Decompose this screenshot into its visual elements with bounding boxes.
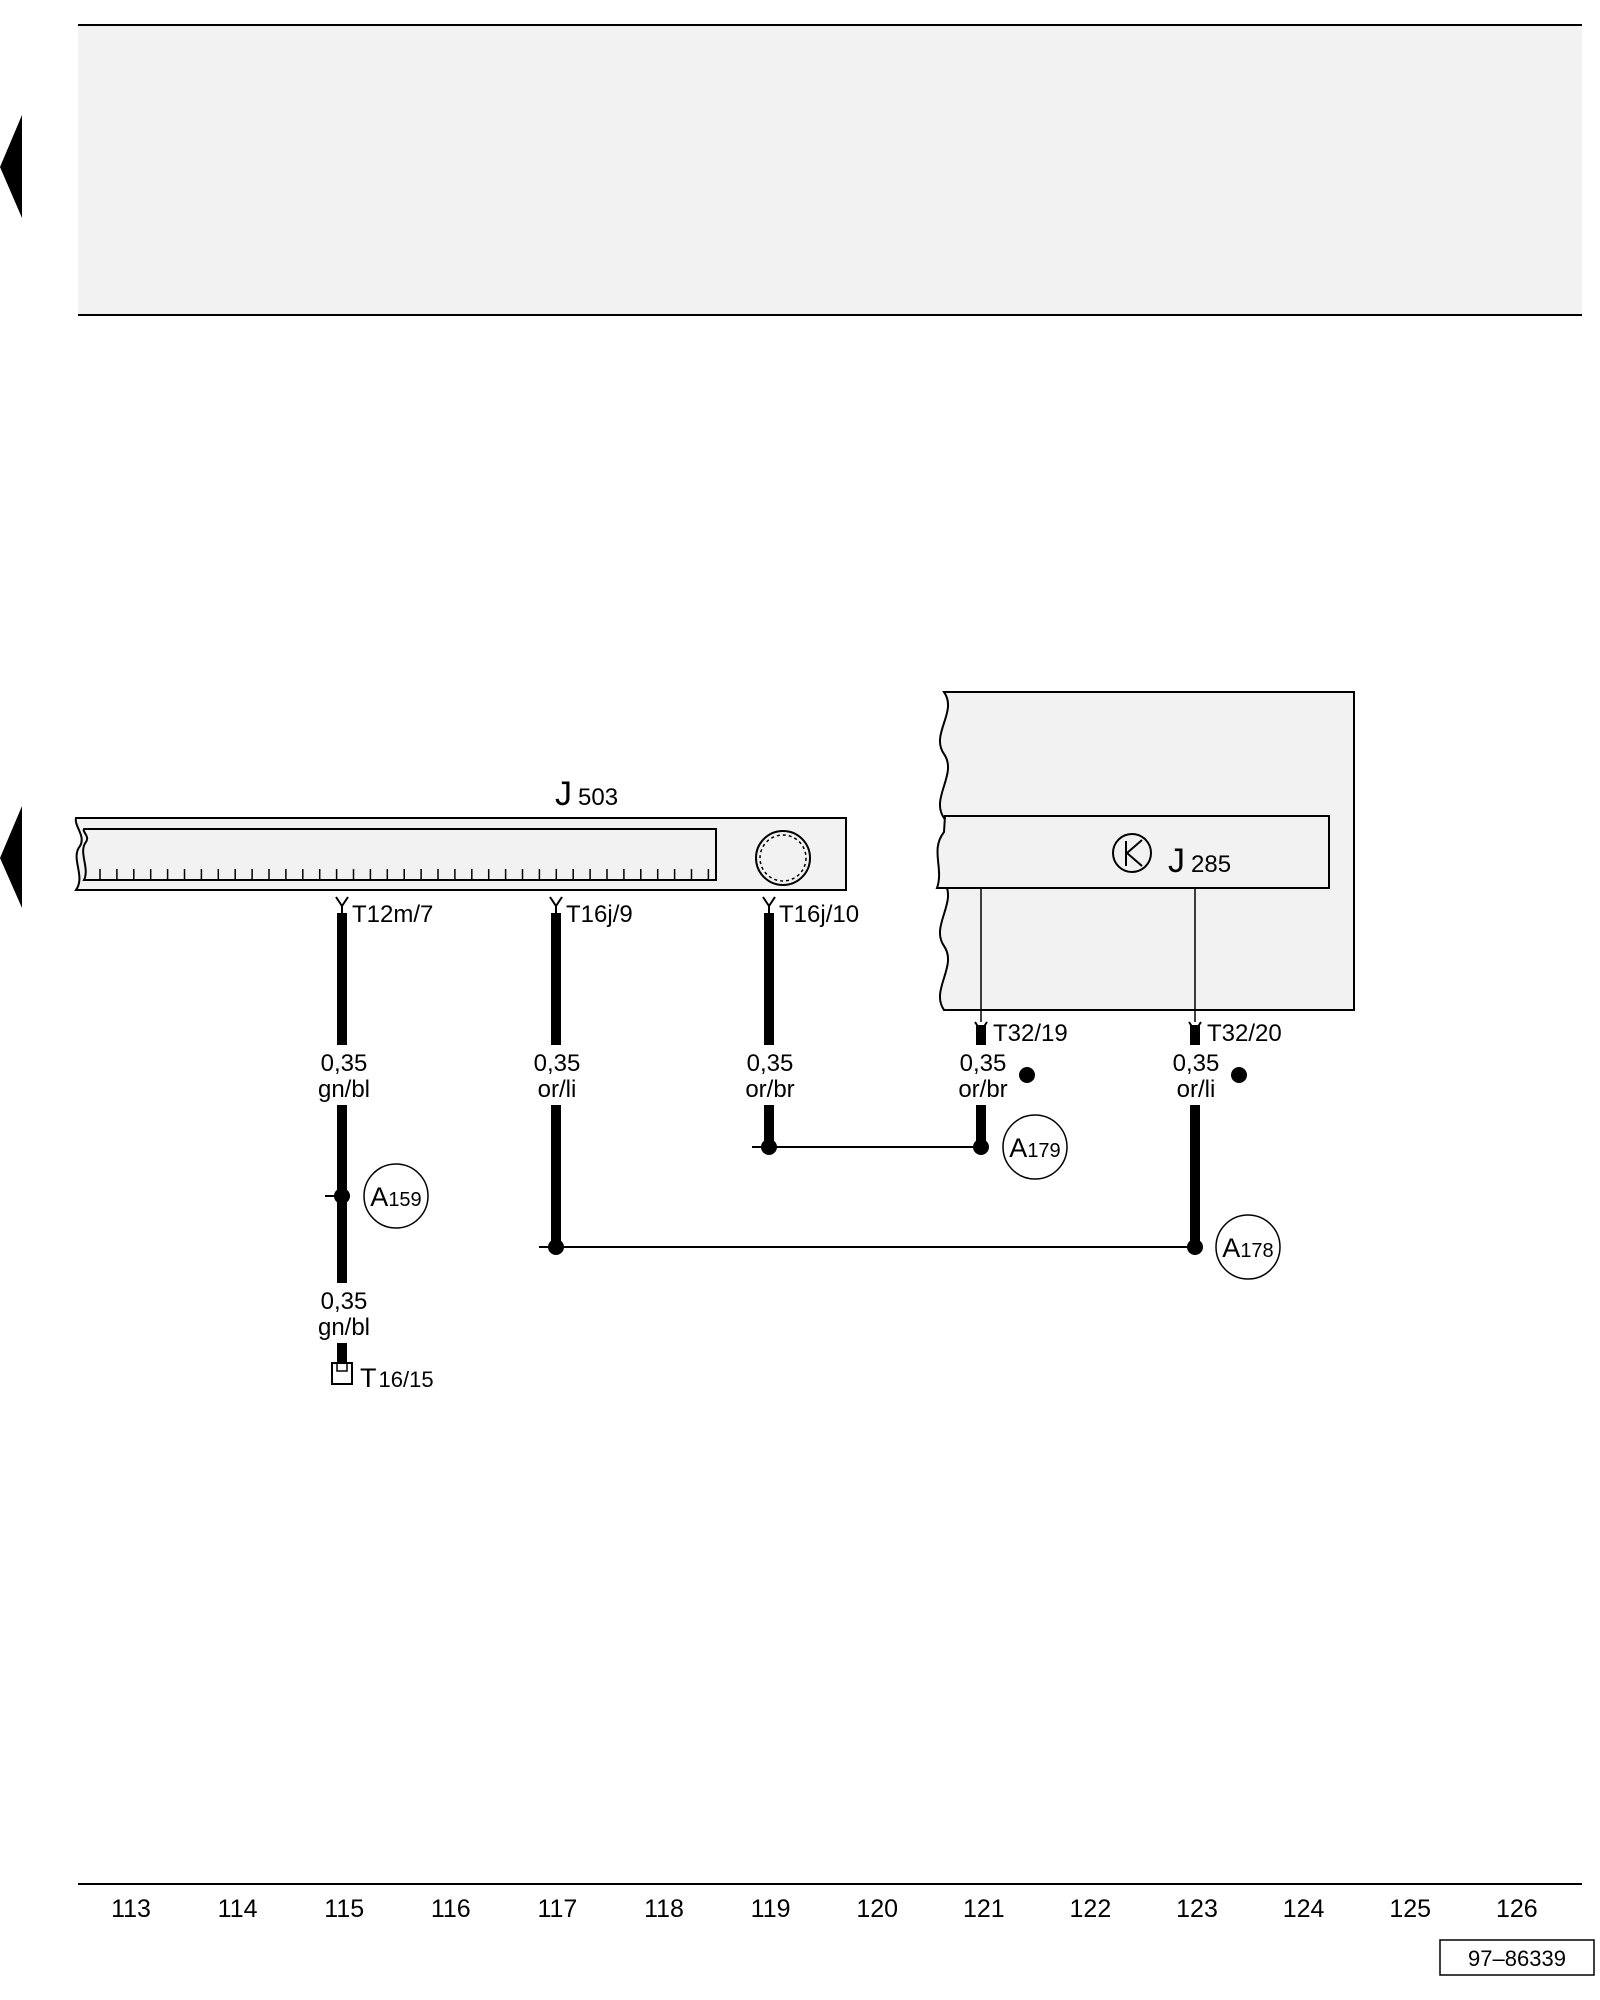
wire-color-117: or/li: [538, 1076, 577, 1103]
connector-label-t16j-9: T16j/9: [566, 901, 633, 928]
column-numbers: 113 114 115 116 117 118 119 120 121 122 123 124 125 1…: [111, 1895, 1538, 1923]
wire-size-117: 0,35: [534, 1050, 581, 1077]
junction-dot: [334, 1188, 350, 1204]
connector-label-t16j-10: T16j/10: [779, 901, 859, 928]
wire-color-121: or/br: [958, 1076, 1007, 1103]
wire-size-115-upper: 0,35: [321, 1050, 368, 1077]
wire-color-115-lower: gn/bl: [318, 1314, 370, 1341]
column-number: 120: [856, 1895, 898, 1923]
connector-pin-icon: [762, 896, 776, 913]
connector-pin-icon: [335, 896, 349, 913]
j285-symbol-icon: [1125, 839, 1143, 867]
column-number: 124: [1283, 1895, 1325, 1923]
connector-label-t32-19: T32/19: [993, 1020, 1068, 1047]
column-number: 114: [218, 1895, 258, 1923]
column-number: 123: [1176, 1895, 1218, 1923]
column-number: 126: [1496, 1895, 1538, 1923]
header-band: [78, 25, 1582, 315]
junction-dot: [548, 1239, 564, 1255]
svg-text:A159: A159: [370, 1182, 421, 1212]
junction-a178: A178: [1215, 1214, 1281, 1280]
column-number: 117: [537, 1895, 577, 1923]
wire-color-119: or/br: [745, 1076, 794, 1103]
j285-symbol-icon: [1112, 833, 1152, 873]
connector-t16-15: T16/15: [331, 1362, 434, 1393]
svg-text:A179: A179: [1009, 1133, 1060, 1163]
wires: [337, 913, 1200, 1363]
junction-dot: [973, 1139, 989, 1155]
connector-t16-15-icon: [331, 1362, 353, 1385]
j503-gauge-icon: [755, 830, 811, 886]
j503-scale-ticks: [99, 869, 710, 880]
svg-text:T16/15: T16/15: [360, 1363, 434, 1393]
j503-gauge-inner-icon: [759, 834, 807, 882]
connector-t16-15-icon: [336, 1363, 348, 1372]
connector-label-t12m-7: T12m/7: [352, 901, 433, 928]
column-number: 125: [1389, 1895, 1431, 1923]
marker-dot: [1019, 1067, 1035, 1083]
wire-size-121: 0,35: [960, 1050, 1007, 1077]
continuation-arrow-icon: [0, 115, 22, 218]
wire-color-123: or/li: [1177, 1076, 1216, 1103]
junction-dot: [1187, 1239, 1203, 1255]
column-number: 116: [431, 1895, 471, 1923]
wire-size-123: 0,35: [1173, 1050, 1220, 1077]
j285-module: [935, 815, 1330, 889]
column-number: 122: [1070, 1895, 1112, 1923]
junction-dots: [334, 1067, 1247, 1255]
junction-a179: A179: [1002, 1114, 1068, 1180]
column-number: 118: [644, 1895, 684, 1923]
column-number: 121: [963, 1895, 1005, 1923]
marker-dot: [1231, 1067, 1247, 1083]
wire-size-119: 0,35: [747, 1050, 794, 1077]
wire-labels: 0,35 gn/bl 0,35 gn/bl 0,35 or/li 0,35 or…: [318, 1050, 1219, 1341]
svg-text:A178: A178: [1222, 1233, 1273, 1263]
connector-label-t32-20: T32/20: [1207, 1020, 1282, 1047]
continuation-arrow-icon: [0, 806, 22, 908]
connector-pin-icon: [549, 896, 563, 913]
j503-scale-window: [82, 828, 717, 881]
figure-id: 97–86339: [1468, 1946, 1566, 1971]
junction-dot: [761, 1139, 777, 1155]
column-number: 119: [751, 1895, 791, 1923]
column-number: 113: [111, 1895, 151, 1923]
figure-id-box: [1439, 1939, 1595, 1976]
wire-color-115-upper: gn/bl: [318, 1076, 370, 1103]
junction-a159: A159: [363, 1163, 429, 1229]
column-number: 115: [324, 1895, 364, 1923]
wire-size-115-lower: 0,35: [321, 1288, 368, 1315]
